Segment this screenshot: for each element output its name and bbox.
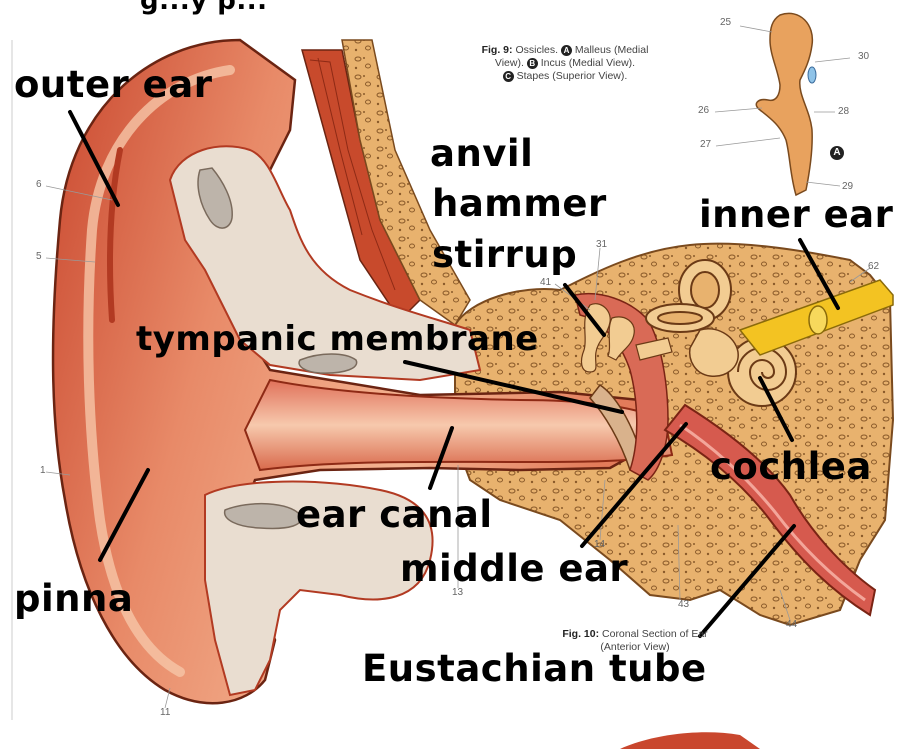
label-eustachian-tube: Eustachian tube bbox=[362, 650, 707, 687]
label-inner-ear: inner ear bbox=[699, 196, 893, 233]
ref-43: 43 bbox=[678, 600, 689, 610]
fig9-badge-b: B bbox=[527, 58, 538, 69]
fig9-badge-a: A bbox=[561, 45, 572, 56]
ref-1: 1 bbox=[40, 466, 46, 476]
label-pinna: pinna bbox=[14, 580, 133, 617]
ref-26: 26 bbox=[698, 106, 709, 116]
ref-5: 5 bbox=[36, 252, 42, 262]
label-cochlea: cochlea bbox=[710, 448, 872, 485]
ref-44: 44 bbox=[786, 620, 797, 630]
isolated-malleus bbox=[756, 13, 812, 195]
fig9-label: Fig. 9: bbox=[482, 44, 513, 56]
malleus-articular-facet bbox=[808, 67, 816, 83]
ref-30: 30 bbox=[858, 52, 869, 62]
label-stirrup: stirrup bbox=[432, 236, 577, 273]
fig9-text-2: Malleus (Medial bbox=[575, 44, 649, 56]
fig9-caption: Fig. 9: Ossicles. A Malleus (Medial View… bbox=[450, 44, 680, 83]
ref-28: 28 bbox=[838, 107, 849, 117]
fig10-label: Fig. 10: bbox=[562, 628, 599, 640]
ossicle-badge: A bbox=[830, 146, 844, 160]
label-anvil: anvil bbox=[430, 135, 533, 172]
ref-31: 31 bbox=[596, 240, 607, 250]
label-ear-canal: ear canal bbox=[296, 496, 493, 533]
label-outer-ear: outer ear bbox=[14, 66, 212, 103]
nerve-cut-end bbox=[809, 306, 827, 334]
ref-62: 62 bbox=[868, 262, 879, 272]
cropped-shape-bottom bbox=[620, 732, 760, 749]
label-tympanic-membrane: tympanic membrane bbox=[136, 322, 539, 356]
ref-25: 25 bbox=[720, 18, 731, 28]
fig10-text: Coronal Section of Ear bbox=[602, 628, 708, 640]
fig9-text-1: Ossicles. bbox=[515, 44, 558, 56]
fig9-text-3: View). bbox=[495, 57, 524, 69]
ref-11: 11 bbox=[160, 708, 170, 718]
ref-27: 27 bbox=[700, 140, 711, 150]
ref-41: 41 bbox=[540, 278, 551, 288]
fig9-text-5: Stapes (Superior View). bbox=[517, 70, 628, 82]
fig9-badge-c: C bbox=[503, 71, 514, 82]
ref-29: 29 bbox=[842, 182, 853, 192]
ref-6: 6 bbox=[36, 180, 42, 190]
label-middle-ear: middle ear bbox=[400, 550, 628, 587]
header-fragment: g...y p... bbox=[140, 0, 267, 14]
label-hammer: hammer bbox=[432, 185, 607, 222]
fig9-text-4: Incus (Medial View). bbox=[541, 57, 635, 69]
